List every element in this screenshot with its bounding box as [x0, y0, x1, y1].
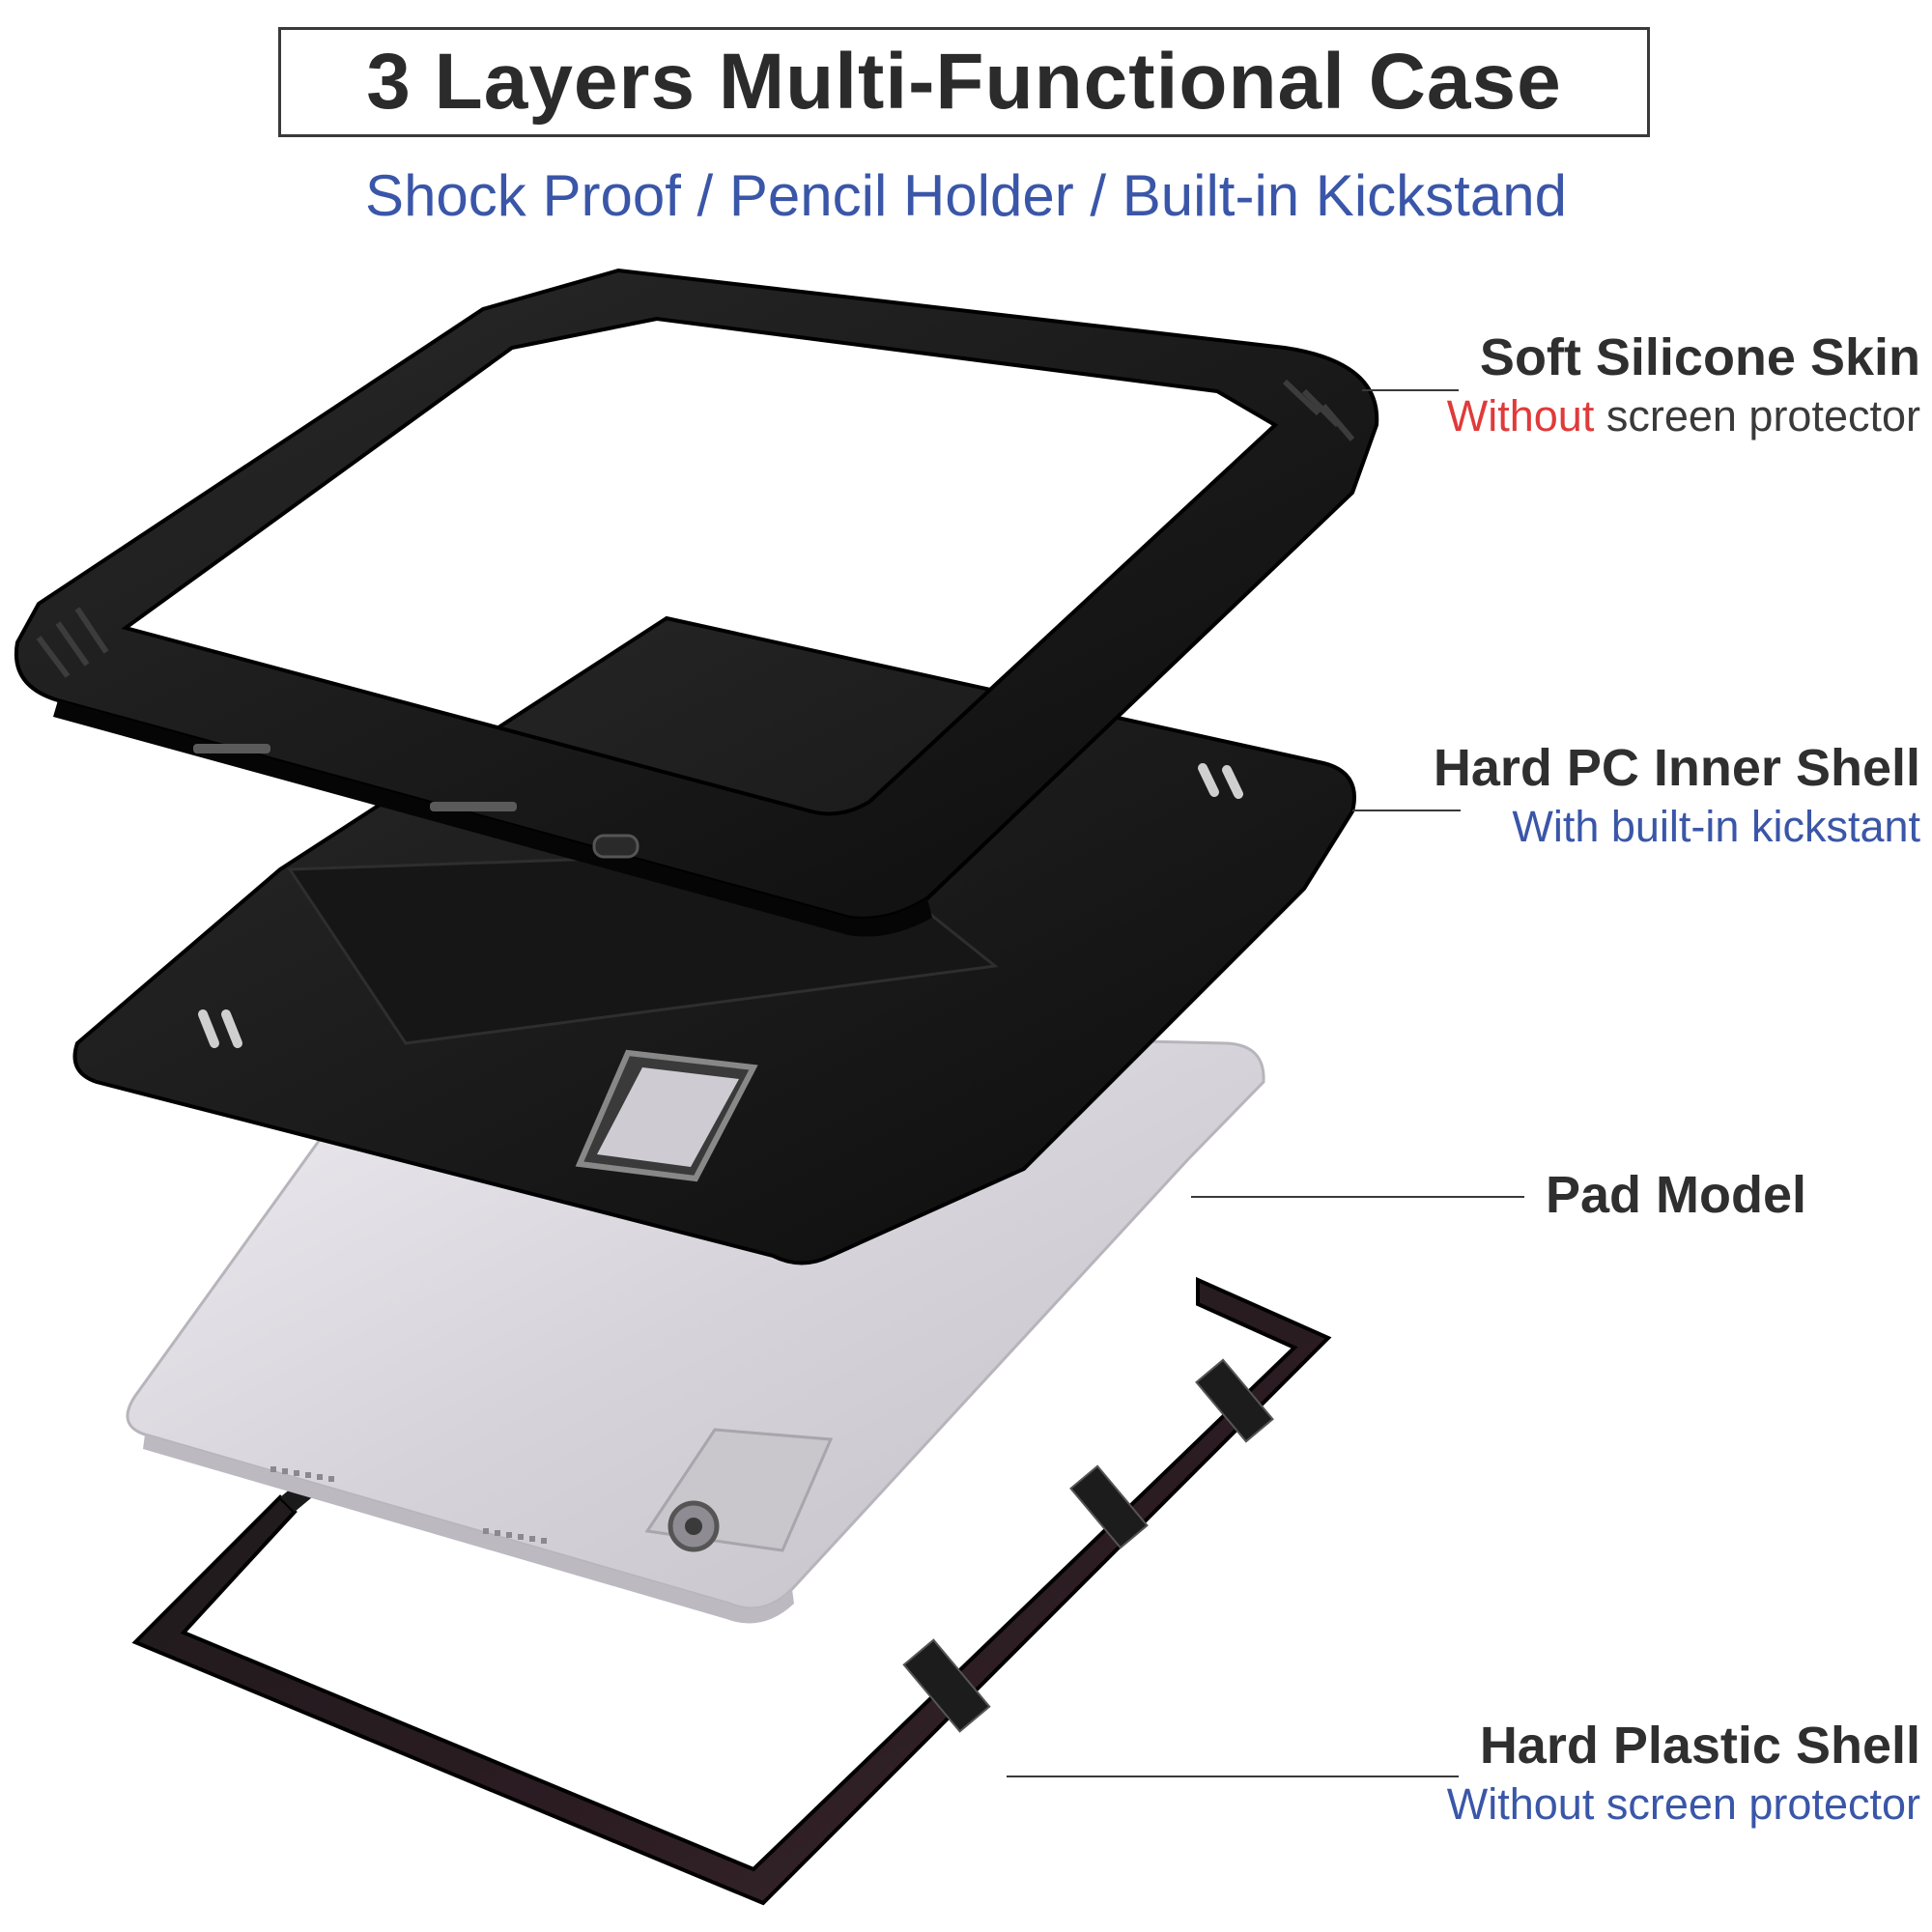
tablet-camera-module: [644, 1428, 834, 1552]
callout-note-highlight: Without: [1446, 390, 1595, 440]
callout-hard-pc-inner-shell: Hard PC Inner Shell With built-in kickst…: [1434, 737, 1920, 854]
leader-line-pad: [1191, 1196, 1524, 1198]
strap-slots: [198, 763, 1243, 1048]
soft-silicone-skin: [14, 268, 1379, 937]
callout-title: Hard Plastic Shell: [1479, 1717, 1920, 1775]
grip-ridges: [36, 379, 1355, 678]
power-button-cover: [592, 834, 639, 859]
callout-note-rest: screen protector: [1594, 390, 1920, 440]
callout-note: With built-in kickstant: [1512, 801, 1920, 851]
callout-title: Pad Model: [1545, 1166, 1806, 1224]
inner-shell-camera-cutout: [575, 1049, 758, 1182]
page-title: 3 Layers Multi-Functional Case: [366, 38, 1562, 126]
page-subtitle: Shock Proof / Pencil Holder / Built-in K…: [365, 163, 1567, 228]
skin-speaker-grille: [193, 744, 517, 811]
leader-line-inner-shell: [1352, 810, 1461, 811]
tablet-speaker-grille: [270, 1466, 547, 1544]
callout-note: Without screen protector: [1447, 389, 1920, 443]
callout-title: Hard PC Inner Shell: [1433, 739, 1920, 797]
callout-pad-model: Pad Model: [1546, 1164, 1806, 1227]
leader-line-plastic-shell: [1007, 1776, 1459, 1777]
callout-title: Soft Silicone Skin: [1479, 328, 1920, 386]
leader-line-silicone: [1362, 389, 1459, 391]
title-box: 3 Layers Multi-Functional Case: [278, 27, 1650, 137]
callout-hard-plastic-shell: Hard Plastic Shell Without screen protec…: [1447, 1715, 1920, 1832]
callout-soft-silicone-skin: Soft Silicone Skin Without screen protec…: [1447, 327, 1920, 443]
callout-note: Without screen protector: [1446, 1778, 1920, 1829]
